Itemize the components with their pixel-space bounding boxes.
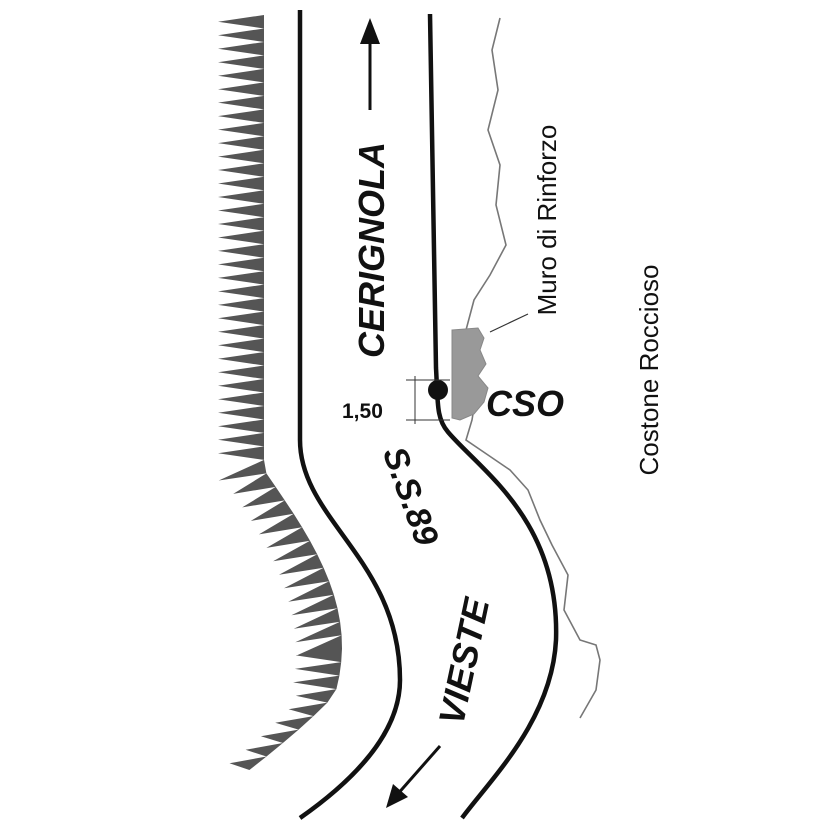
label-distance: 1,50 [342, 400, 383, 423]
arrow-to-vieste [386, 745, 442, 808]
label-road-name: S.S.89 [375, 442, 446, 551]
label-cliff: Costone Roccioso [634, 265, 664, 476]
cso-point-marker [428, 380, 448, 400]
label-vieste: VIESTE [430, 594, 497, 729]
road-left-edge [297, 10, 403, 820]
wall-leader-line [489, 313, 529, 333]
cliff-edge-line [465, 17, 601, 719]
embankment-slope-hatching [218, 15, 342, 770]
label-cso: CSO [486, 383, 564, 424]
arrow-to-cerignola [360, 18, 380, 110]
road-right-edge [427, 13, 559, 820]
label-cerignola: CERIGNOLA [351, 142, 392, 358]
distance-dimension [406, 376, 450, 424]
reinforcement-wall [451, 327, 489, 421]
label-wall: Muro di Rinforzo [532, 125, 562, 316]
